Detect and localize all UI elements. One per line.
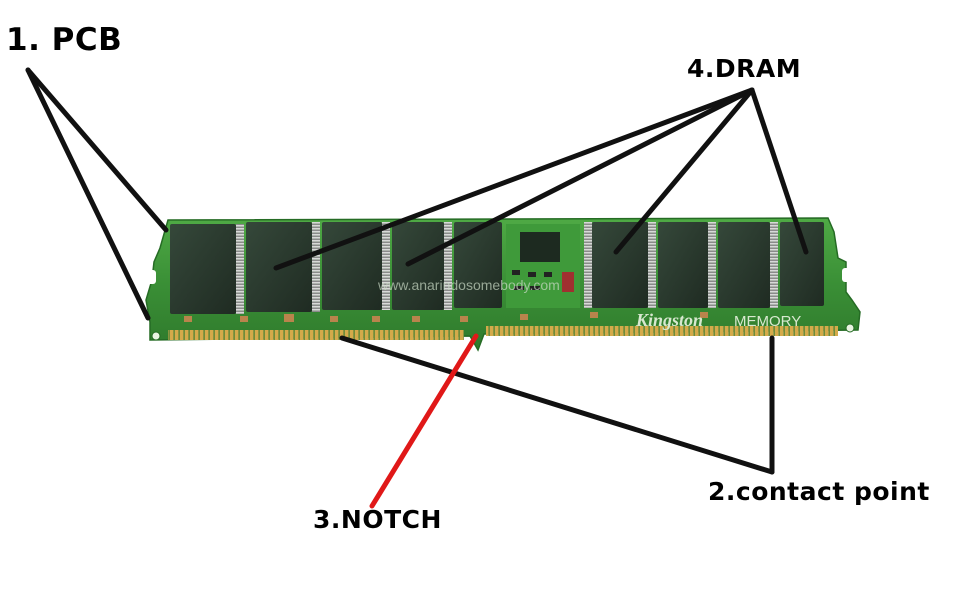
smd-components: [184, 312, 708, 322]
dram-chip: [718, 222, 770, 308]
contact-pins: [168, 326, 838, 340]
dram-chip-group-right: [584, 222, 824, 308]
dram-chip: [780, 222, 824, 306]
leader-lines: [25, 67, 809, 509]
brand-logo-text: Kingston: [635, 310, 703, 330]
label-contact-point: 2.contact point: [708, 477, 930, 506]
dram-chip: [658, 222, 708, 308]
watermark-text: www.anarindosomebody.com: [377, 277, 560, 293]
dram-chip-group-left: [170, 222, 502, 314]
center-logic-area: [506, 224, 580, 308]
label-pcb: 1. PCB: [6, 22, 123, 58]
label-dram: 4.DRAM: [687, 54, 802, 83]
dram-chip: [322, 222, 382, 310]
label-notch: 3.NOTCH: [313, 505, 442, 534]
dram-chip: [454, 222, 502, 308]
dram-chip: [170, 224, 236, 314]
dram-chip: [392, 222, 444, 310]
brand-product-text: MEMORY: [734, 313, 801, 330]
dram-chip: [592, 222, 648, 308]
